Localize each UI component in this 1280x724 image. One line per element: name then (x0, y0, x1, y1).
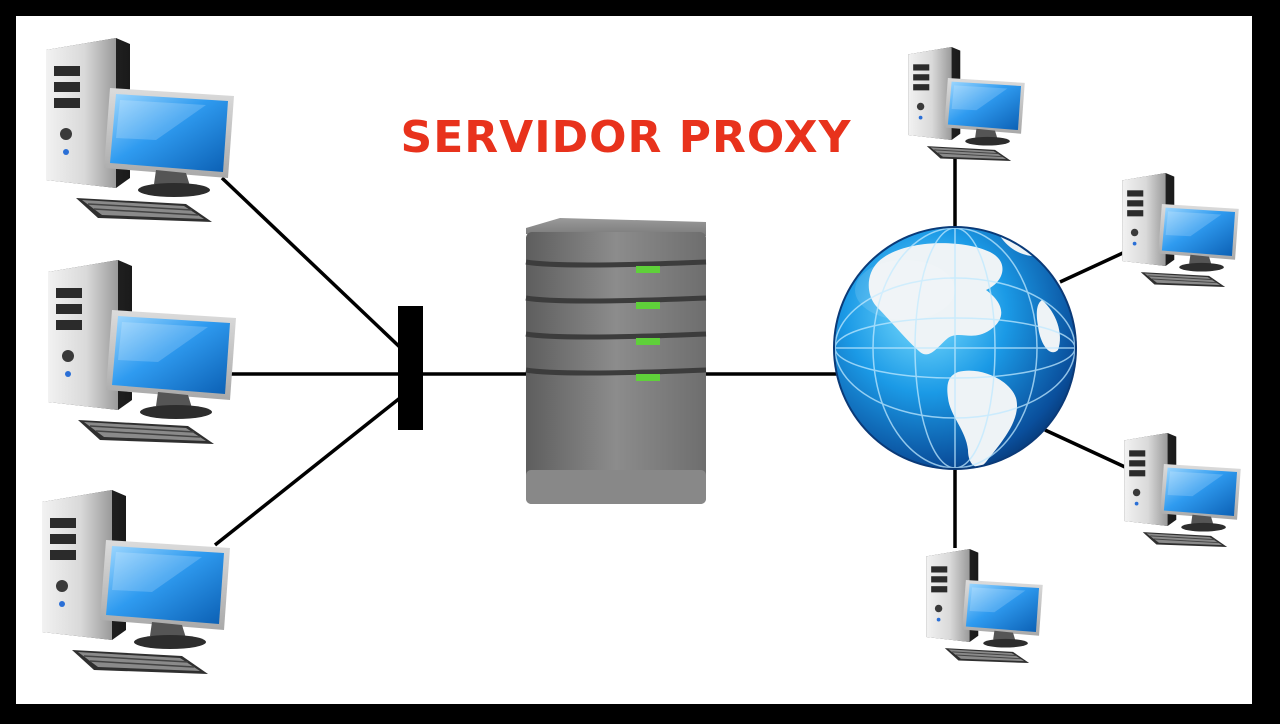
server-bay-divider (525, 259, 707, 268)
server-bay-divider (525, 331, 707, 340)
continent-south-america (947, 370, 1018, 467)
server-bay-divider (525, 367, 707, 376)
server-status-led (636, 374, 660, 381)
server-status-led (636, 266, 660, 273)
server-bay-divider (525, 295, 707, 304)
proxy-server (525, 218, 707, 504)
link-client-1-hub (220, 176, 407, 354)
link-internet-remote-2 (1059, 250, 1126, 284)
globe-grid (835, 228, 1075, 468)
server-bays (525, 259, 707, 381)
continent-north-america (868, 243, 1003, 355)
diagram-title: SERVIDOR PROXY (400, 112, 852, 163)
continent-europe-africa (1036, 300, 1061, 353)
link-client-3-hub (213, 392, 407, 547)
server-status-led (636, 302, 660, 309)
connector-lines (213, 158, 1126, 548)
link-internet-remote-3 (1044, 428, 1126, 469)
server-status-led (636, 338, 660, 345)
internet-globe (833, 226, 1077, 470)
network-hub (398, 306, 423, 430)
